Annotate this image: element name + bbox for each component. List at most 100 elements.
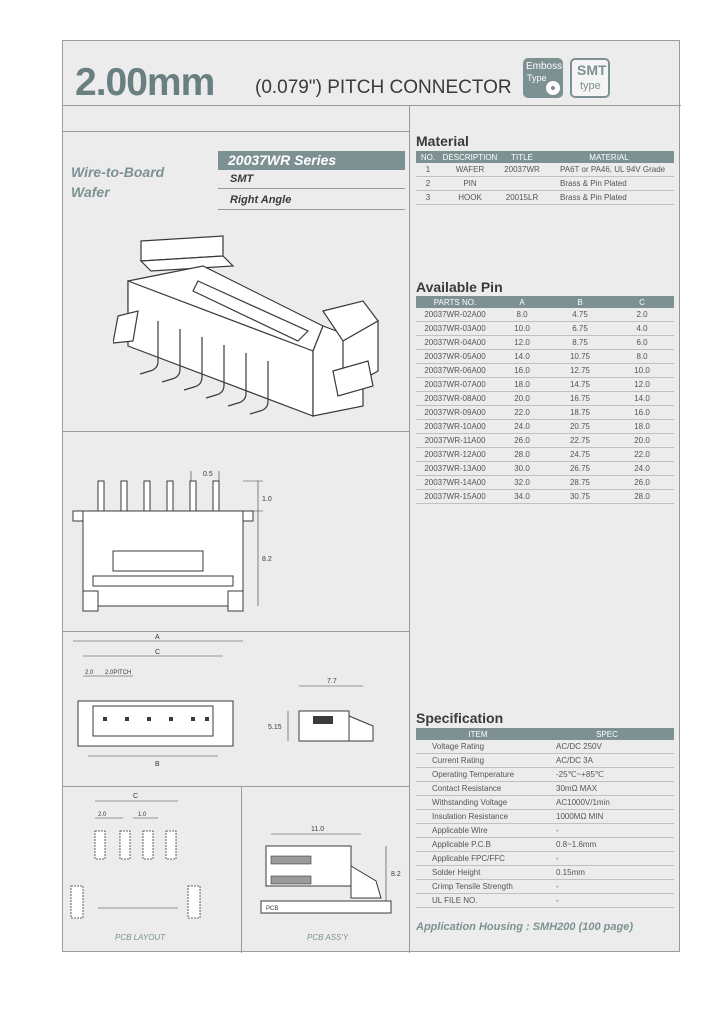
pin-header-cell: PARTS NO.	[416, 296, 494, 308]
pin-cell: 20037WR-02A00	[416, 308, 494, 322]
material-cell: 20037WR	[500, 163, 544, 177]
pin-cell: 20.0	[610, 433, 674, 448]
pin-cell: 20037WR-10A00	[416, 419, 494, 434]
pin-cell: 26.0	[610, 475, 674, 490]
spec-row: Applicable Wire-	[416, 823, 674, 838]
divider	[409, 105, 410, 953]
spec-cell: -	[540, 823, 674, 838]
pcb-dim-c: C	[133, 793, 138, 800]
dim-0-5: 0.5	[203, 471, 213, 478]
pin-cell: 14.0	[494, 349, 550, 364]
available-pin-title: Available Pin	[416, 279, 503, 295]
divider	[63, 431, 409, 432]
pin-cell: 24.0	[610, 461, 674, 476]
pcb-dim-2-0: 2.0	[98, 812, 107, 818]
pin-cell: 30.75	[550, 489, 610, 504]
assy-dim-8-2: 8.2	[391, 871, 401, 878]
material-header-cell: TITLE	[500, 151, 544, 163]
dim-1-0: 1.0	[262, 496, 272, 503]
spec-cell: Crimp Tensile Strength	[416, 879, 540, 894]
material-header-cell: MATERIAL	[544, 151, 674, 163]
material-cell: 20015LR	[500, 190, 544, 205]
assy-pcb-label: PCB	[266, 906, 278, 912]
spec-cell: AC/DC 3A	[540, 753, 674, 768]
pin-header-cell: B	[550, 296, 610, 308]
pin-cell: 24.75	[550, 447, 610, 462]
pin-cell: 20.75	[550, 419, 610, 434]
pin-cell: 18.0	[494, 377, 550, 392]
material-header-cell: DESCRIPTION	[440, 151, 500, 163]
orientation: Right Angle	[218, 191, 405, 210]
product-category: Wire-to-Board Wafer	[71, 162, 164, 202]
pin-cell: 26.0	[494, 433, 550, 448]
spec-cell: -	[540, 893, 674, 908]
spec-cell: -	[540, 851, 674, 866]
datasheet: 2.00mm (0.079") PITCH CONNECTOR Emboss T…	[62, 40, 681, 953]
pin-cell: 16.0	[494, 363, 550, 378]
spec-cell: 1000MΩ MIN	[540, 809, 674, 824]
material-cell: Brass & Pin Plated	[544, 176, 674, 191]
pin-cell: 10.0	[494, 321, 550, 336]
spec-cell: Insulation Resistance	[416, 809, 540, 824]
pin-cell: 10.75	[550, 349, 610, 364]
spec-cell: 0.8~1.6mm	[540, 837, 674, 852]
pin-cell: 30.0	[494, 461, 550, 476]
spec-row: Applicable FPC/FFC-	[416, 851, 674, 866]
pin-cell: 22.0	[610, 447, 674, 462]
pin-cell: 20037WR-07A00	[416, 377, 494, 392]
pin-cell: 8.0	[494, 308, 550, 322]
pin-cell: 26.75	[550, 461, 610, 476]
spec-cell: Current Rating	[416, 753, 540, 768]
header: 2.00mm (0.079") PITCH CONNECTOR Emboss T…	[63, 41, 679, 104]
dim-8-2: 8.2	[262, 556, 272, 563]
pin-header-cell: A	[494, 296, 550, 308]
pin-cell: 20037WR-08A00	[416, 391, 494, 406]
pin-cell: 20037WR-12A00	[416, 447, 494, 462]
pin-cell: 8.75	[550, 335, 610, 350]
pin-cell: 32.0	[494, 475, 550, 490]
material-cell: 3	[416, 190, 440, 205]
pcb-assy-drawing: 11.0 8.2 PCB	[260, 826, 401, 914]
pin-cell: 22.75	[550, 433, 610, 448]
spec-cell: Applicable Wire	[416, 823, 540, 838]
pin-cell: 18.0	[610, 419, 674, 434]
pin-cell: 28.75	[550, 475, 610, 490]
spec-cell: Voltage Rating	[416, 740, 540, 754]
spec-cell: Contact Resistance	[416, 781, 540, 796]
smt-type-badge: SMT type	[570, 58, 610, 98]
spec-cell: UL FILE NO.	[416, 893, 540, 908]
pin-cell: 18.75	[550, 405, 610, 420]
pin-cell: 8.0	[610, 349, 674, 364]
pin-cell: 12.0	[610, 377, 674, 392]
pin-cell: 20037WR-06A00	[416, 363, 494, 378]
dim-7-7: 7.7	[327, 678, 337, 685]
material-cell: 2	[416, 176, 440, 191]
pin-cell: 20037WR-04A00	[416, 335, 494, 350]
pin-cell: 16.75	[550, 391, 610, 406]
emboss-type-badge: Emboss Type	[523, 58, 563, 98]
front-view-drawing: 0.5 1.0 8.2	[72, 471, 272, 612]
pitch-title: 2.00mm	[75, 61, 215, 104]
spec-row: Operating Temperature-25℃~+85℃	[416, 767, 674, 782]
specification-title: Specification	[416, 710, 504, 726]
material-title: Material	[416, 133, 469, 149]
spec-cell: Solder Height	[416, 865, 540, 880]
pin-cell: 20037WR-13A00	[416, 461, 494, 476]
pin-cell: 12.0	[494, 335, 550, 350]
emboss-badge-line1: Emboss	[526, 61, 563, 72]
spec-cell: AC/DC 250V	[540, 740, 674, 754]
